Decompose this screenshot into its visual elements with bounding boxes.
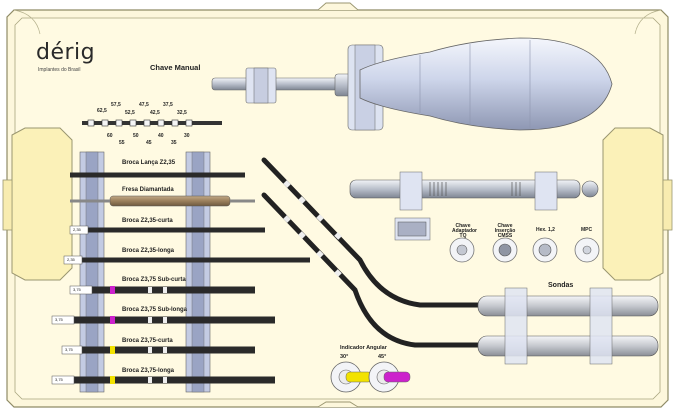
gauge-bottom-6: 35 [171,140,177,146]
drill-spec-3: 3,75 [73,287,81,292]
manual-key [211,37,613,131]
gauge-bottom-2: 55 [119,140,125,146]
gauge-bottom-7: 30 [184,133,190,139]
angle-30-label: 30° [340,354,349,360]
gauge-top-4: 47,5 [139,102,149,108]
broca-375-longa-label: Broca Z3,75-longa [122,368,175,374]
accessory-slots [449,237,600,263]
gauge-top-7: 32,5 [177,110,187,116]
brand-tagline: Implantes do Brasil [38,67,81,73]
handpiece-adapter [349,171,599,241]
gauge-bottom-4: 45 [146,140,152,146]
probes [261,157,659,365]
hex-label: Hex. 1,2 [536,227,555,233]
sondas-label: Sondas [548,282,574,289]
drill-spec-5: 3,75 [65,347,73,352]
angle-45-label: 45° [378,354,387,360]
mpc-label: MPC [581,227,593,233]
broca-235-longa-label: Broca Z2,35-longa [122,248,175,254]
chave-adaptador-label: Chave Adaptador TQ [452,223,477,239]
broca-375-subcurta-label: Broca Z3,75 Sub-curta [122,277,186,283]
drill-spec-1: 2,35 [73,227,81,232]
chave-manual-label: Chave Manual [150,63,201,72]
drills [51,172,310,385]
gauge-top-2: 57,5 [111,102,121,108]
brand-logo: dérig [36,40,96,65]
indicador-angular-label: Indicador Angular [340,345,387,351]
depth-gauge [82,119,222,127]
gauge-bottom-3: 50 [133,133,139,139]
gauge-top-6: 37,5 [163,102,173,108]
broca-375-sublonga-label: Broca Z3,75 Sub-longa [122,307,188,313]
drill-spec-6: 3,75 [55,377,63,382]
gauge-bottom-1: 60 [107,133,113,139]
chave-insercao-label: Chave Inserção CMSS [494,223,516,239]
gauge-top-3: 52,5 [125,110,135,116]
drill-spec-2: 2,35 [67,257,75,262]
gauge-top-5: 42,5 [150,110,160,116]
broca-lanca-label: Broca Lança Z2,35 [122,160,176,166]
angular-indicators [330,361,411,393]
fresa-label: Fresa Diamantada [122,187,174,193]
gauge-top-1: 62,5 [97,108,107,114]
gauge-bottom-5: 40 [158,133,164,139]
broca-235-curta-label: Broca Z2,35-curta [122,218,173,224]
broca-375-curta-label: Broca Z3,75-curta [122,338,173,344]
drill-spec-4: 3,75 [55,317,63,322]
